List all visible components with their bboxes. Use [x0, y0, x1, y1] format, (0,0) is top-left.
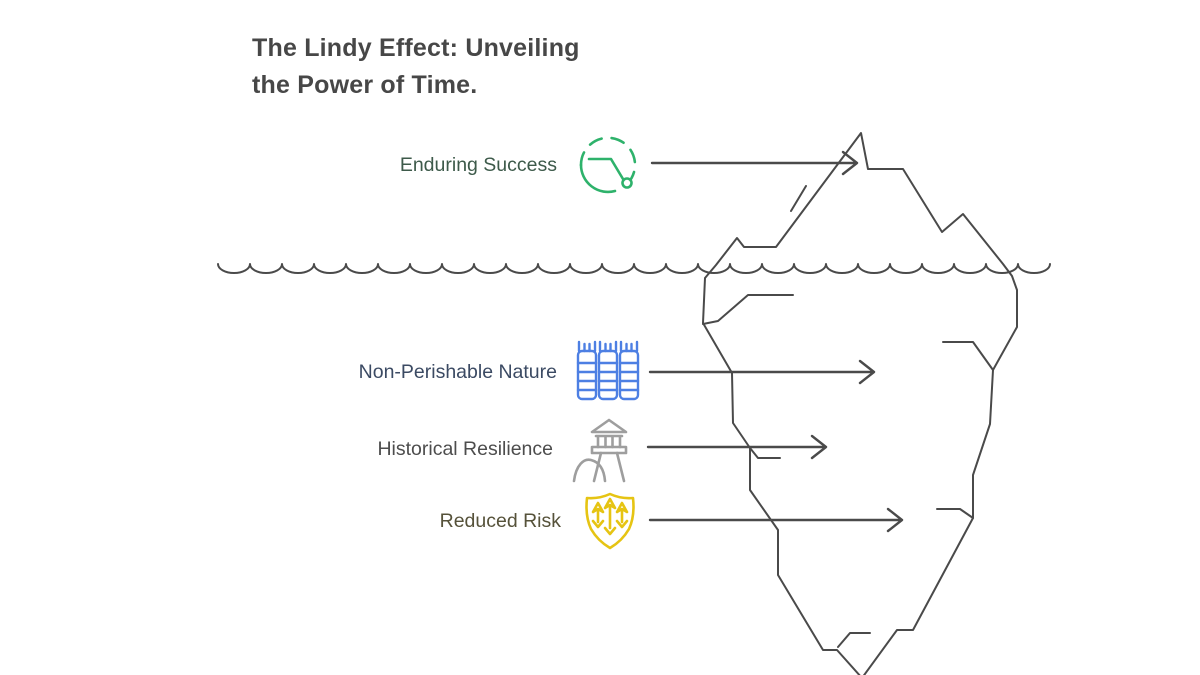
- trend-clock-icon: [579, 136, 637, 194]
- arrow-non-perishable-nature: [648, 359, 876, 385]
- label-historical-resilience: Historical Resilience: [377, 437, 553, 460]
- page-title-line-2: the Power of Time.: [252, 71, 478, 99]
- arrow-reduced-risk: [648, 507, 904, 533]
- iceberg-outline: [702, 132, 1018, 675]
- label-non-perishable-nature: Non-Perishable Nature: [358, 360, 557, 383]
- label-row-historical-resilience: Historical Resilience: [377, 415, 641, 483]
- label-enduring-success: Enduring Success: [399, 153, 557, 176]
- books-icon: [576, 340, 640, 401]
- shield-arrows-icon: [585, 492, 635, 550]
- page-title-line-1: The Lindy Effect: Unveiling: [252, 34, 580, 62]
- label-row-reduced-risk: Reduced Risk: [440, 490, 641, 552]
- waterline: [217, 263, 1051, 274]
- arrow-historical-resilience: [646, 434, 828, 460]
- label-row-non-perishable-nature: Non-Perishable Nature: [359, 339, 641, 405]
- iceberg-cracks: [702, 185, 994, 648]
- page-title: The Lindy Effect: Unveiling the Power of…: [252, 30, 580, 104]
- arrow-enduring-success: [650, 150, 859, 176]
- label-row-enduring-success: Enduring Success: [400, 132, 641, 198]
- temple-on-hill-icon: [572, 418, 628, 483]
- label-reduced-risk: Reduced Risk: [439, 509, 561, 532]
